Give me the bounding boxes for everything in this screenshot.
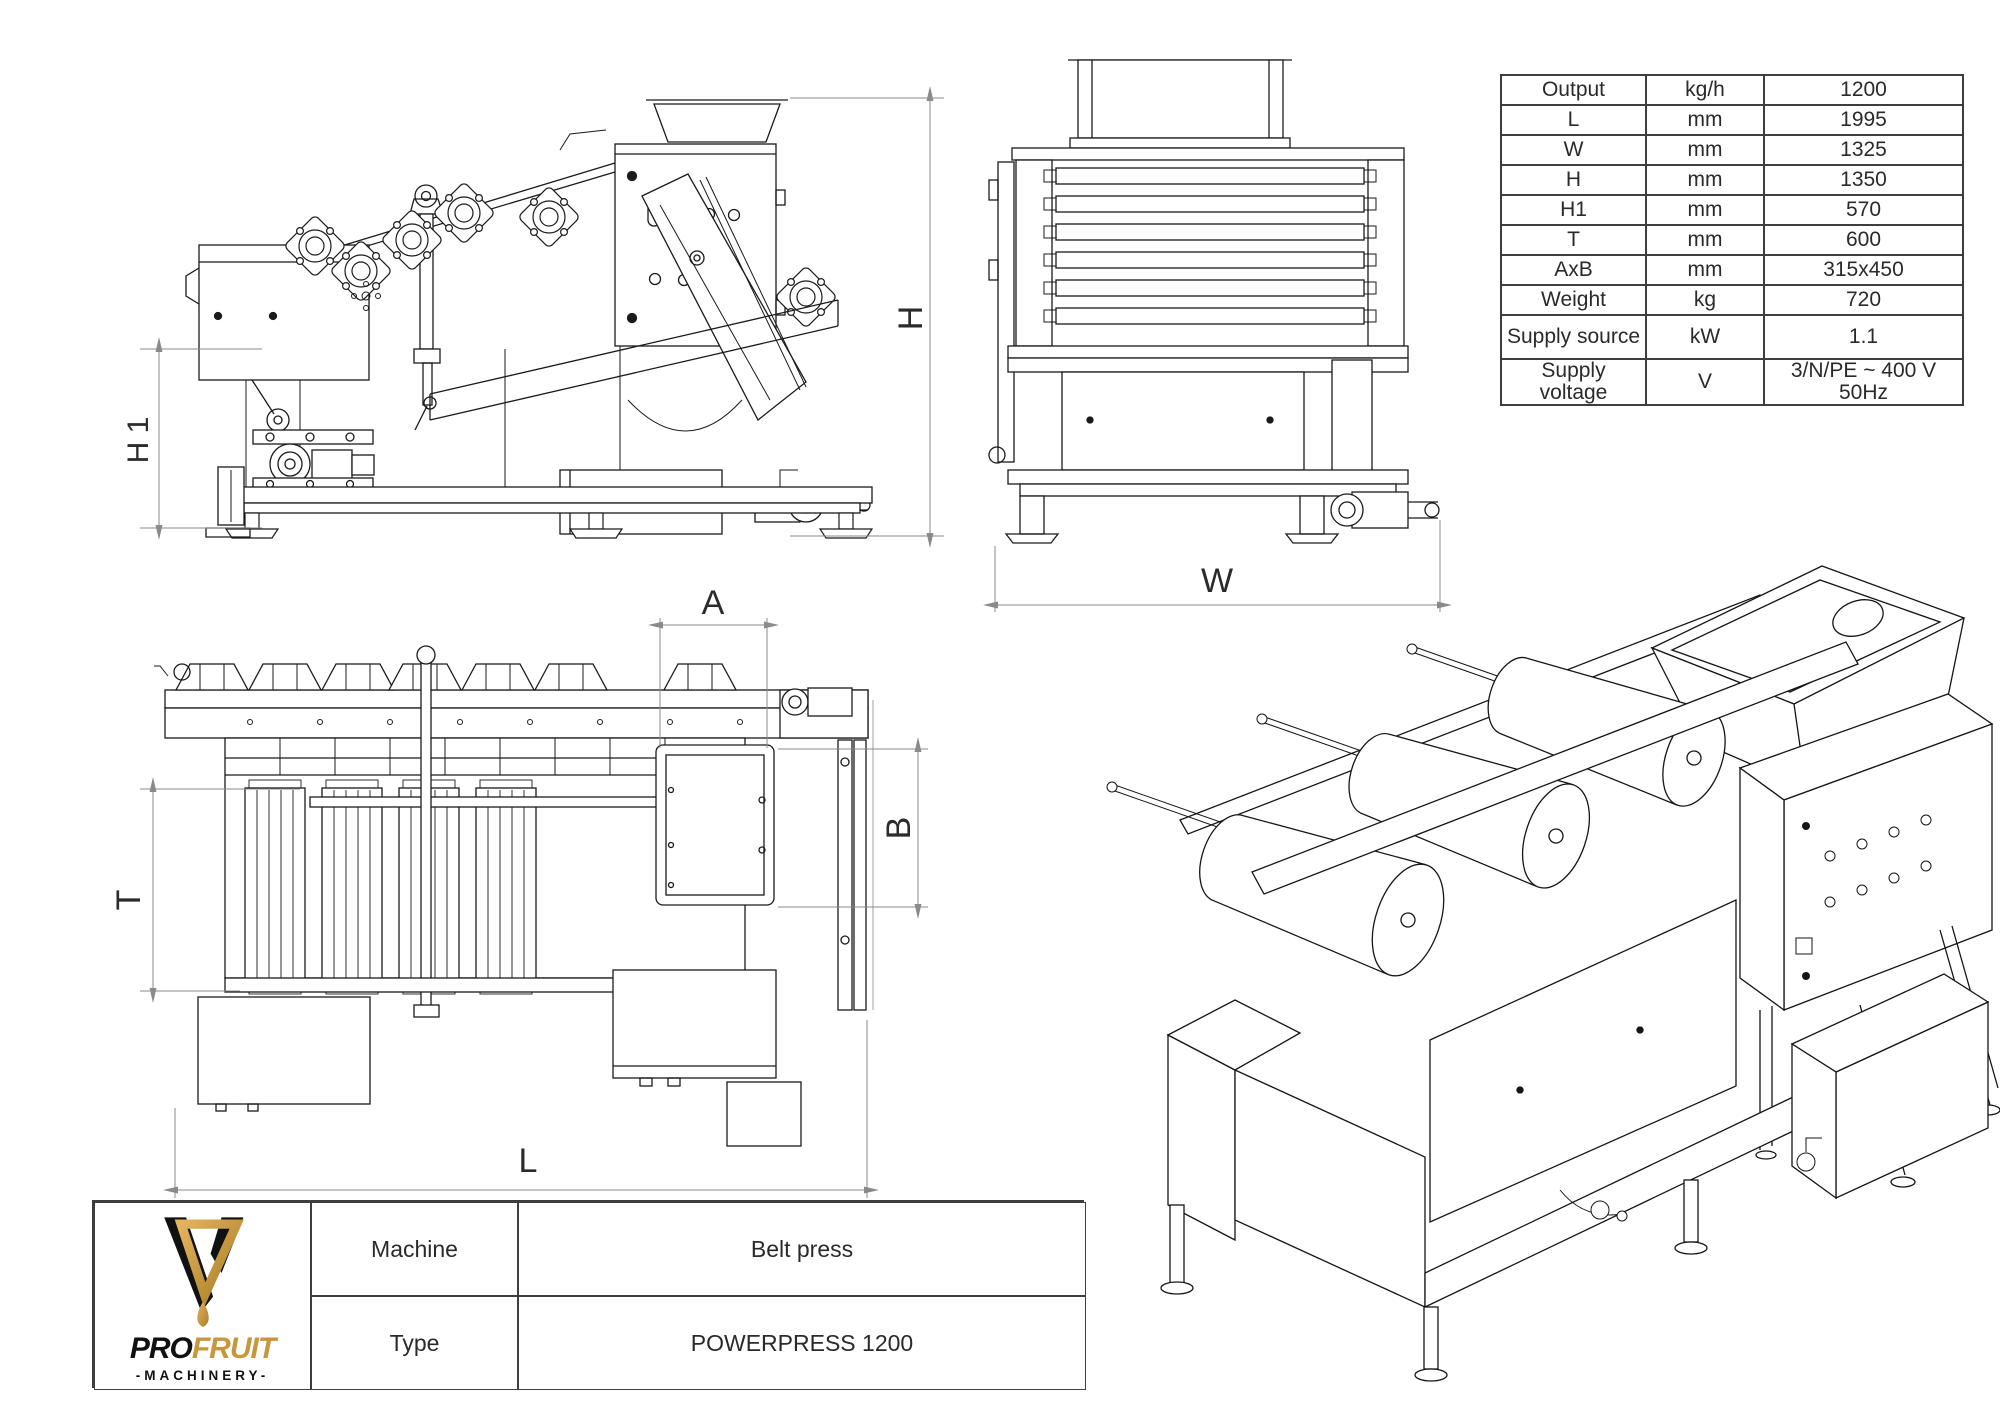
spec-row-h: H mm 1350 [1500,164,1964,196]
spec-value: 1325 [1763,134,1964,166]
dim-label-B: B [880,817,918,840]
plan-view-drawing [154,645,869,1147]
front-view-dimensions [983,520,1452,612]
type-label-cell: Type [311,1296,518,1390]
logo-wordmark: PROFRUIT [129,1331,276,1365]
spec-param: Output [1500,74,1647,106]
spec-value: 600 [1763,224,1964,256]
spec-value: 1.1 [1763,314,1964,360]
spec-param: W [1500,134,1647,166]
type-value-cell: POWERPRESS 1200 [518,1296,1086,1390]
title-block: PROFRUIT -MACHINERY- Machine Belt press … [92,1200,1086,1390]
spec-unit: mm [1645,224,1765,256]
isometric-view-drawing [1106,565,2000,1382]
dim-label-W: W [1201,562,1233,600]
plan-view-dimensions [140,618,928,1198]
spec-unit: kg/h [1645,74,1765,106]
spec-row-axb: AxB mm 315x450 [1500,254,1964,286]
spec-table: Output kg/h 1200 L mm 1995 W mm 1325 H m… [1500,74,1964,407]
spec-param: L [1500,104,1647,136]
spec-unit: kg [1645,284,1765,316]
spec-row-weight: Weight kg 720 [1500,284,1964,316]
logo-cell: PROFRUIT -MACHINERY- [94,1202,311,1390]
logo-text-fruit: FRUIT [191,1331,276,1365]
spec-unit: mm [1645,254,1765,286]
spec-param: H [1500,164,1647,196]
spec-row-w: W mm 1325 [1500,134,1964,166]
spec-row-supply-voltage: Supply voltage V 3/N/PE ~ 400 V 50Hz [1500,357,1964,407]
machine-value-cell: Belt press [518,1202,1086,1296]
side-view-dimensions [140,86,944,548]
dim-label-H1: H 1 [122,417,155,464]
spec-param: T [1500,224,1647,256]
spec-unit: mm [1645,134,1765,166]
spec-row-l: L mm 1995 [1500,104,1964,136]
spec-value: 570 [1763,194,1964,226]
spec-unit: mm [1645,164,1765,196]
spec-unit: kW [1645,314,1765,360]
logo-text-machinery: -MACHINERY- [135,1367,270,1383]
spec-row-supply-source: Supply source kW 1.1 [1500,314,1964,360]
dim-label-H: H [892,306,930,331]
logo-text-pro: PRO [129,1331,193,1365]
spec-unit: mm [1645,104,1765,136]
spec-row-output: Output kg/h 1200 [1500,74,1964,106]
profruit-logo-icon [163,1216,244,1327]
spec-param: Supply source [1500,314,1647,360]
spec-value: 3/N/PE ~ 400 V 50Hz [1763,357,1964,407]
spec-row-h1: H1 mm 570 [1500,194,1964,226]
spec-value: 1200 [1763,74,1964,106]
side-view-drawing [185,99,873,539]
dim-label-L: L [519,1142,538,1180]
dim-label-T: T [110,890,148,911]
front-view-drawing [988,59,1440,544]
spec-param: Supply voltage [1500,357,1647,407]
spec-param: AxB [1500,254,1647,286]
machine-label-cell: Machine [311,1202,518,1296]
spec-value: 720 [1763,284,1964,316]
spec-param: Weight [1500,284,1647,316]
spec-param: H1 [1500,194,1647,226]
spec-unit: mm [1645,194,1765,226]
spec-unit: V [1645,357,1765,407]
spec-value: 315x450 [1763,254,1964,286]
dim-label-A: A [702,584,725,622]
spec-row-t: T mm 600 [1500,224,1964,256]
spec-value: 1350 [1763,164,1964,196]
spec-value: 1995 [1763,104,1964,136]
